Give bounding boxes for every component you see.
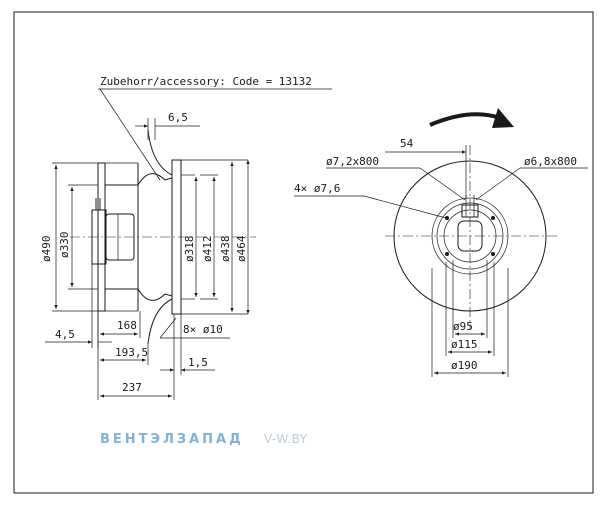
svg-text:168: 168 — [117, 319, 137, 332]
dim-d95: ø95 — [452, 260, 488, 338]
svg-text:6,5: 6,5 — [168, 111, 188, 124]
dim-168: 168 — [100, 311, 141, 338]
dim-4-5: 4,5 — [45, 264, 112, 348]
svg-text:ø7,2x800: ø7,2x800 — [326, 155, 379, 168]
drawing-frame — [13, 11, 594, 494]
brand-logo-text: ВЕНТЭЛЗАПАД — [100, 432, 244, 447]
dim-6-5: 6,5 — [135, 111, 200, 140]
svg-text:ø6,8x800: ø6,8x800 — [524, 155, 577, 168]
front-view — [385, 145, 560, 330]
svg-text:ø95: ø95 — [453, 320, 473, 333]
dim-d464: ø464 — [235, 160, 250, 314]
dim-8-holes: 8× ø10 — [159, 317, 230, 339]
dim-hole-6-8: ø6,8x800 — [475, 155, 588, 201]
svg-text:ø190: ø190 — [451, 359, 478, 372]
dim-d330: ø330 — [58, 184, 98, 290]
svg-text:ø490: ø490 — [40, 236, 53, 263]
svg-text:4,5: 4,5 — [55, 328, 75, 341]
svg-text:8× ø10: 8× ø10 — [183, 323, 223, 336]
svg-text:ø412: ø412 — [201, 236, 214, 263]
svg-text:193,5: 193,5 — [115, 346, 148, 359]
svg-text:ø464: ø464 — [235, 235, 248, 262]
svg-text:237: 237 — [122, 381, 142, 394]
brand-site-text: V-W.BY — [264, 432, 308, 446]
dim-193-5: 193,5 — [100, 344, 149, 365]
svg-text:4× ø7,6: 4× ø7,6 — [294, 182, 340, 195]
svg-text:54: 54 — [400, 137, 414, 150]
svg-text:ø115: ø115 — [451, 338, 478, 351]
dim-237: 237 — [97, 311, 175, 400]
dim-d438: ø438 — [219, 162, 234, 312]
accessory-note: Zubehorr/accessory: Code = 13132 — [100, 75, 312, 88]
svg-text:ø330: ø330 — [58, 232, 71, 259]
svg-text:1,5: 1,5 — [188, 356, 208, 369]
rotation-arrow — [429, 108, 514, 128]
dim-d412: ø412 — [200, 174, 218, 300]
dim-d115: ø115 — [445, 262, 495, 356]
note-leader — [99, 88, 161, 181]
side-view — [70, 129, 256, 345]
dim-d490: ø490 — [40, 162, 98, 312]
dim-54: 54 — [385, 137, 467, 198]
dim-d190: ø190 — [431, 268, 509, 377]
dim-1-5: 1,5 — [160, 314, 215, 375]
svg-text:ø318: ø318 — [183, 236, 196, 263]
dim-d318: ø318 — [183, 177, 198, 297]
dim-4-holes: 4× ø7,6 — [294, 182, 447, 219]
dim-hole-7-2: ø7,2x800 — [326, 155, 466, 201]
svg-text:ø438: ø438 — [219, 236, 232, 263]
